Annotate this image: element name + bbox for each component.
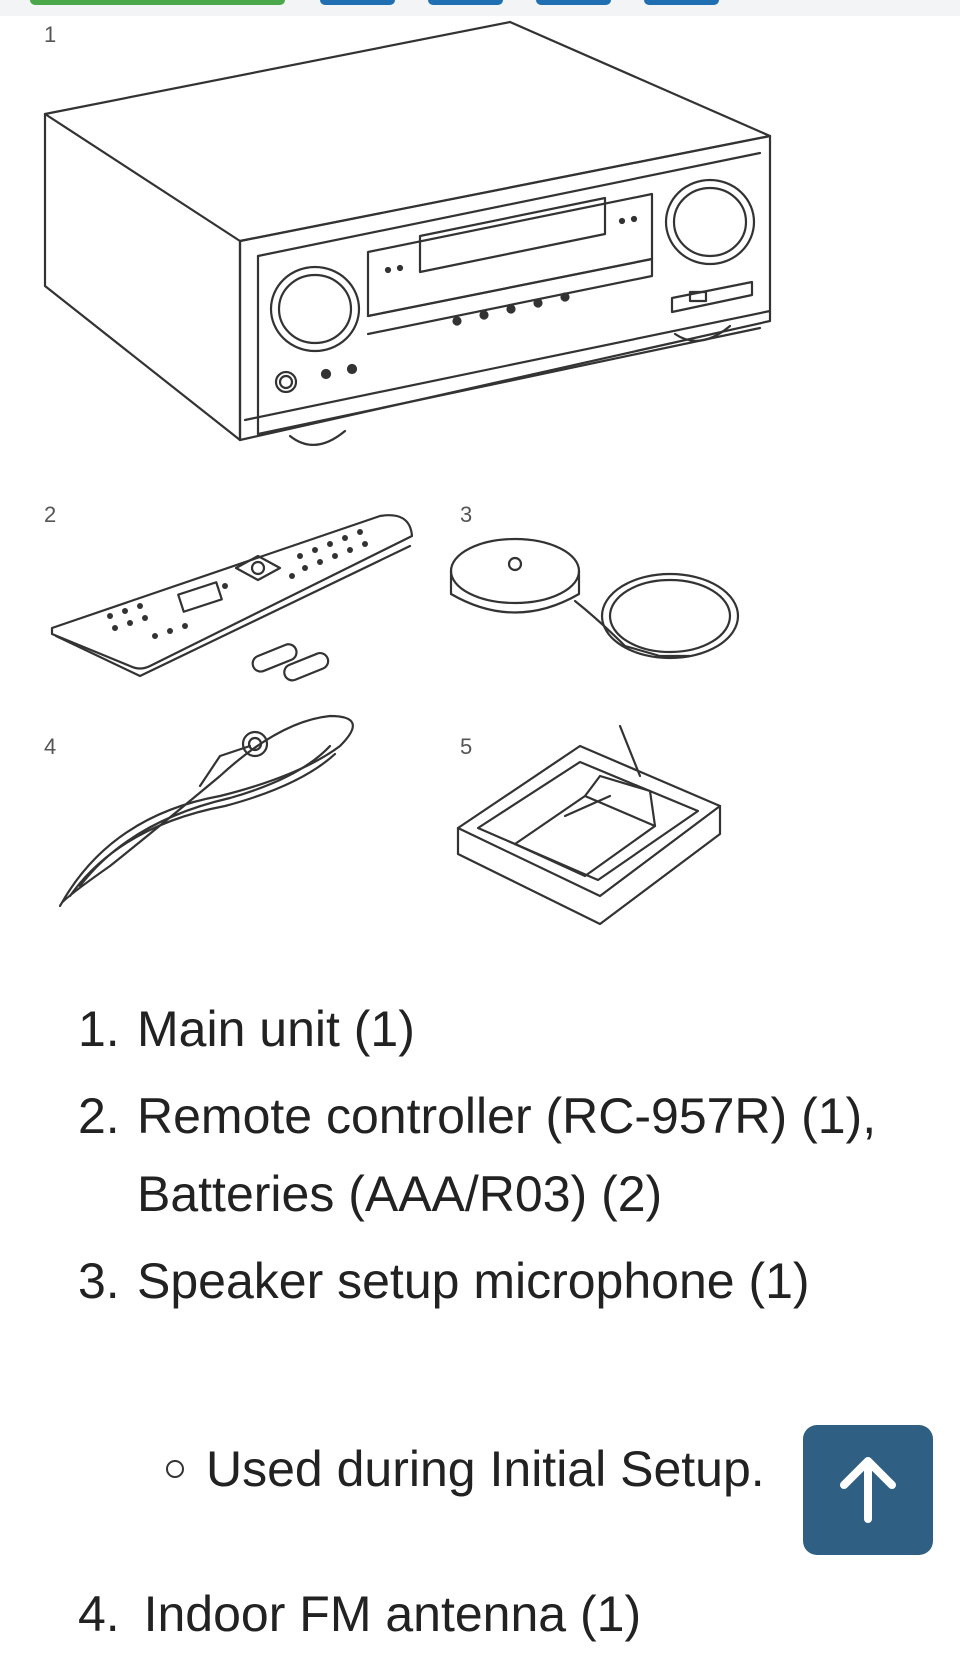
list-item: 3. Speaker setup microphone (1) bbox=[0, 1242, 960, 1320]
microphone-illustration bbox=[449, 537, 740, 660]
figure-label-2: 2 bbox=[44, 502, 57, 527]
tab-indicator[interactable] bbox=[644, 0, 719, 5]
list-item: 2. Remote controller (RC-957R) (1), Batt… bbox=[0, 1077, 960, 1233]
list-item-text: Indoor FM antenna (1) bbox=[143, 1586, 642, 1642]
tab-indicator[interactable] bbox=[536, 0, 611, 5]
list-number: 1. bbox=[78, 1001, 120, 1057]
fm-antenna-illustration bbox=[58, 714, 354, 908]
note-text: Used during Initial Setup. bbox=[206, 1441, 765, 1497]
figure-label-3: 3 bbox=[460, 502, 473, 527]
figure-label-1: 1 bbox=[44, 22, 57, 47]
list-number: 3. bbox=[78, 1253, 120, 1309]
tab-indicator[interactable] bbox=[320, 0, 395, 5]
microphone-note: Used during Initial Setup. bbox=[166, 1430, 765, 1508]
list-item: 4. Indoor FM antenna (1) bbox=[78, 1575, 641, 1653]
remote-controller-illustration bbox=[50, 514, 414, 682]
list-item-text: Speaker setup microphone (1) bbox=[137, 1253, 810, 1309]
main-unit-illustration bbox=[43, 20, 772, 446]
list-item-text: Remote controller (RC-957R) (1), Batteri… bbox=[137, 1088, 877, 1222]
list-item: 1. Main unit (1) bbox=[0, 990, 960, 1068]
figure-label-4: 4 bbox=[44, 734, 57, 759]
am-loop-antenna-illustration bbox=[456, 724, 722, 926]
list-item-text: Main unit (1) bbox=[137, 1001, 415, 1057]
package-contents-illustration: 1 2 3 4 5 bbox=[0, 16, 960, 946]
top-tab-bar bbox=[0, 0, 960, 16]
tab-indicator[interactable] bbox=[428, 0, 503, 5]
list-number: 4. bbox=[78, 1586, 120, 1642]
arrow-up-icon bbox=[840, 1457, 896, 1523]
package-contents-list: 1. Main unit (1) 2. Remote controller (R… bbox=[0, 990, 960, 1320]
bullet-circle-icon bbox=[166, 1460, 184, 1478]
figure-label-5: 5 bbox=[460, 734, 473, 759]
back-to-top-button[interactable] bbox=[803, 1425, 933, 1555]
tab-indicator[interactable] bbox=[30, 0, 285, 5]
list-number: 2. bbox=[78, 1088, 120, 1144]
